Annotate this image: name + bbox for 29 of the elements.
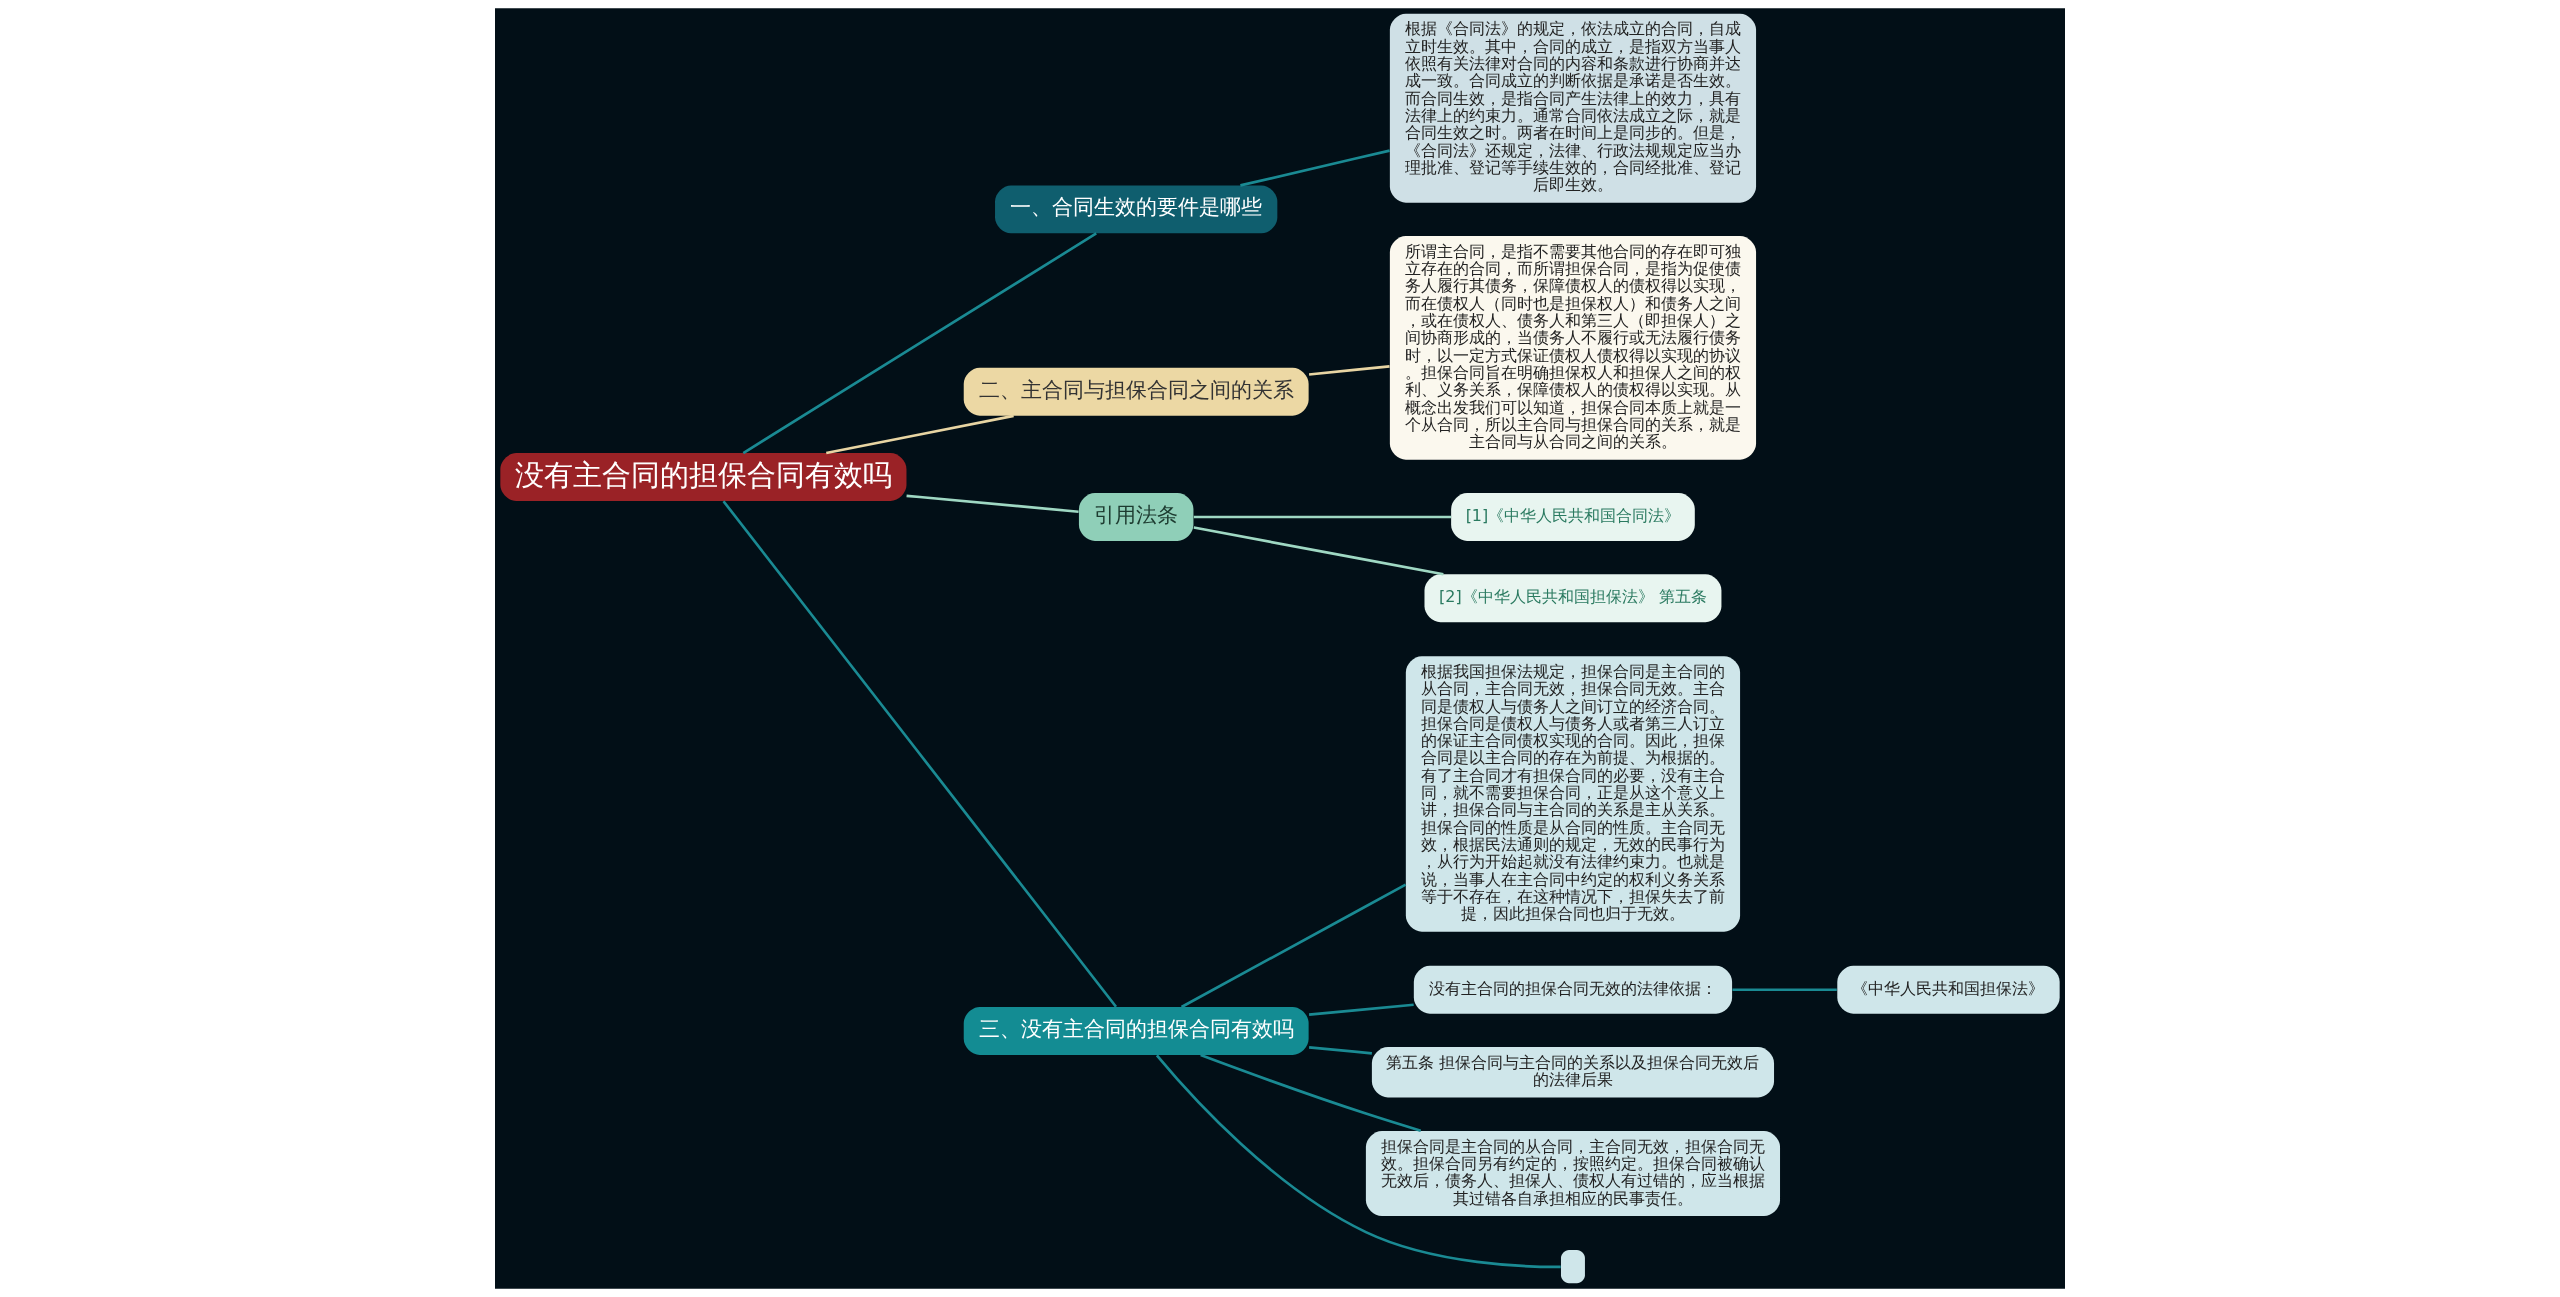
node-box: [2]《中华人民共和国担保法》 第五条 <box>1424 574 1722 623</box>
connector <box>1200 1053 1422 1132</box>
connector <box>1155 1054 1561 1269</box>
node-box: 三、没有主合同的担保合同有效吗 <box>963 1007 1309 1055</box>
connector <box>1308 365 1390 376</box>
node-box: 没有主合同的担保合同无效的法律依据： <box>1413 965 1733 1014</box>
connector <box>1193 515 1451 519</box>
connector <box>906 494 1079 514</box>
node-box: 根据我国担保法规定，担保合同是主合同的从合同，主合同无效，担保合同无效。主合同是债权人与债务人之间订立的经济合同。担保合同是债权人与债务人或者第三人订立的保证主合同债权实现的合同。因此，担保合同是以主合同的存在为前提、为根据的。有了主合同才有担保合同的必要，没有主合同，就不需要担保合同，正是从这个意义上讲，担保合同与主合同的关系是主从关系。担保合同的性质是从合同的性质。主合同无效，根据民法通则的规定，无效的民事行为，从行为开始起就没有法律约束力。也就是说，当事人在主合同中约定的权利义务关系等于不存在，在这种情况下，担保失去了前提，因此担保合同也归于无效。 <box>1405 656 1741 932</box>
node-box: [1]《中华人民共和国合同法》 <box>1451 493 1695 541</box>
node-box: 根据《合同法》的规定，依法成立的合同，自成立时生效。其中，合同的成立，是指双方当事人依照有关法律对合同的内容和条款进行协商并达成一致。合同成立的判断依据是承诺是否生效。而合同生效，是指合同产生法律上的效力，具有法律上的约束力。通常合同依法成立之际，就是合同生效之时。两者在时间上是同步的。但是，《合同法》还规定，法律、行政法规规定应当办理批准、登记等手续生效的，合同经批准、登记后即生效。 <box>1389 13 1757 203</box>
connector <box>1732 988 1837 992</box>
node-box <box>1561 1250 1585 1284</box>
node-box: 第五条 担保合同与主合同的关系以及担保合同无效后的法律后果 <box>1371 1047 1775 1098</box>
connector <box>1193 526 1444 576</box>
connector <box>1240 149 1390 187</box>
node-box: 担保合同是主合同的从合同，主合同无效，担保合同无效。担保合同另有约定的，按照约定。担保合同被确认无效后，债务人、担保人、债权人有过错的，应当根据其过错各自承担相应的民事责任。 <box>1365 1130 1781 1217</box>
connector <box>1308 1046 1372 1055</box>
connector <box>722 500 1118 1008</box>
node-box: 《中华人民共和国担保法》 <box>1837 965 2060 1014</box>
node-box: 所谓主合同，是指不需要其他合同的存在即可独立存在的合同，而所谓担保合同，是指为促使债务人履行其债务，保障债权人的债权得以实现，而在债权人（同时也是担保权人）和债务人之间，或在债权人、债务人和第三人（即担保人）之间协商形成的，当债务人不履行或无法履行债务时，以一定方式保证债权人债权得以实现的协议。担保合同旨在明确担保权人和担保人之间的权利、义务关系，保障债权人的债权得以实现。从概念出发我们可以知道，担保合同本质上就是一个从合同，所以主合同与担保合同的关系，就是主合同与从合同之间的关系。 <box>1389 236 1757 460</box>
connector <box>742 232 1097 455</box>
node-box: 引用法条 <box>1078 493 1194 541</box>
node-box: 二、主合同与担保合同之间的关系 <box>963 367 1309 416</box>
node-box: 没有主合同的担保合同有效吗 <box>500 453 907 501</box>
connector <box>1308 1003 1414 1017</box>
connector <box>1180 883 1407 1009</box>
connector <box>826 414 1014 455</box>
node-box: 一、合同生效的要件是哪些 <box>995 185 1278 234</box>
